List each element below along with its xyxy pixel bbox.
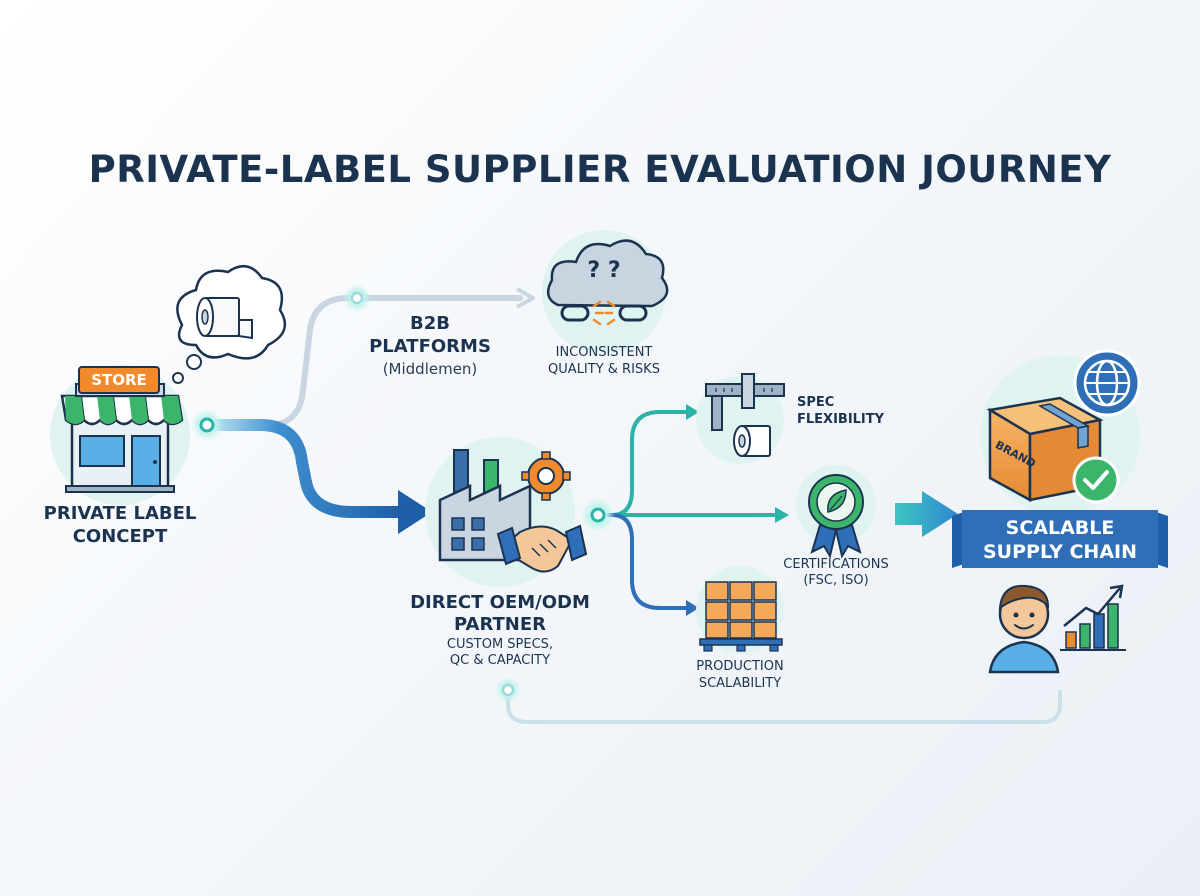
store-label-line2: CONCEPT: [72, 526, 168, 547]
factory-handshake-icon: [425, 437, 588, 587]
risk-label-line2: QUALITY & RISKS: [548, 362, 660, 377]
partner-label-line1: DIRECT OEM/ODM: [410, 592, 590, 613]
certification-badge-icon: [796, 465, 876, 559]
scalable-banner: [952, 510, 1168, 568]
risk-question-marks: ? ?: [587, 258, 621, 283]
pallet-boxes-icon: [696, 566, 784, 654]
globe-icon: [1073, 349, 1141, 417]
cert-arrowhead: [775, 507, 789, 523]
production-arrowhead: [686, 600, 699, 616]
growth-chart-icon: [1060, 584, 1126, 651]
cert-label-line2: (FSC, ISO): [803, 573, 869, 588]
b2b-sub: (Middlemen): [382, 360, 478, 378]
spec-label-line2: FLEXIBILITY: [797, 412, 885, 427]
banner-line2: SUPPLY CHAIN: [982, 541, 1137, 563]
thought-bubble-icon: [172, 265, 287, 384]
spec-label-line1: SPEC: [797, 395, 835, 410]
b2b-label-line1: B2B: [410, 313, 450, 334]
banner-line1: SCALABLE: [1005, 517, 1115, 539]
node-partner: [581, 498, 615, 532]
check-badge-icon: [1072, 456, 1120, 504]
partner-label-line2: PARTNER: [453, 614, 547, 635]
production-label-line2: SCALABILITY: [698, 676, 782, 691]
b2b-arrowhead: [516, 287, 535, 309]
risk-label-line1: INCONSISTENT: [555, 345, 653, 360]
store-sign-label: STORE: [91, 371, 147, 389]
node-store: [191, 409, 223, 441]
node-loop: [495, 677, 521, 703]
main-flow-arrowhead: [398, 490, 432, 534]
production-label-line1: PRODUCTION: [696, 659, 784, 674]
risk-cloud-icon: [542, 230, 669, 354]
partner-sub-line1: CUSTOM SPECS,: [446, 637, 554, 652]
spec-arrowhead: [686, 404, 699, 420]
feedback-loop-line: [506, 690, 1062, 724]
store-label-line1: PRIVATE LABEL: [43, 503, 197, 524]
main-flow-line: [204, 419, 408, 518]
store-sign: [78, 366, 160, 394]
production-branch-line: [598, 513, 690, 610]
spec-branch-line: [598, 410, 690, 517]
person-avatar-icon: [988, 584, 1060, 674]
b2b-label-line2: PLATFORMS: [369, 336, 491, 357]
cert-label-line1: CERTIFICATIONS: [783, 557, 889, 572]
node-b2b: [343, 284, 371, 312]
partner-sub-line2: QC & CAPACITY: [449, 653, 551, 668]
page-title: PRIVATE-LABEL SUPPLIER EVALUATION JOURNE…: [88, 148, 1112, 191]
outcome-arrow: [895, 491, 958, 537]
caliper-roll-icon: [696, 373, 785, 464]
